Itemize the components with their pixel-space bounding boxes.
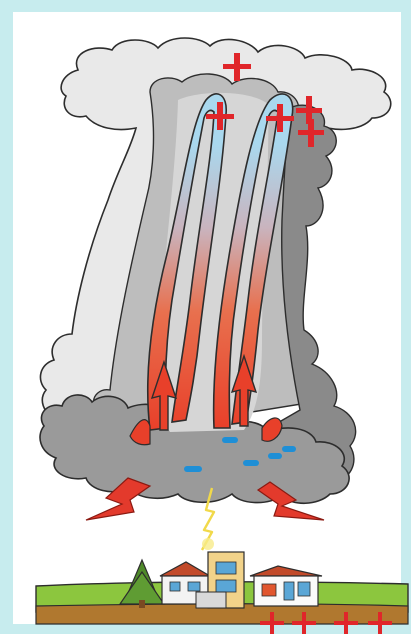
ground-scene — [36, 552, 408, 624]
negative-charge — [282, 446, 296, 452]
negative-charge — [268, 453, 282, 459]
house-right — [250, 566, 322, 606]
negative-charge — [184, 466, 202, 472]
negative-charge — [243, 460, 259, 466]
negative-charge — [222, 437, 238, 443]
lightning-strike-glow — [202, 538, 214, 550]
